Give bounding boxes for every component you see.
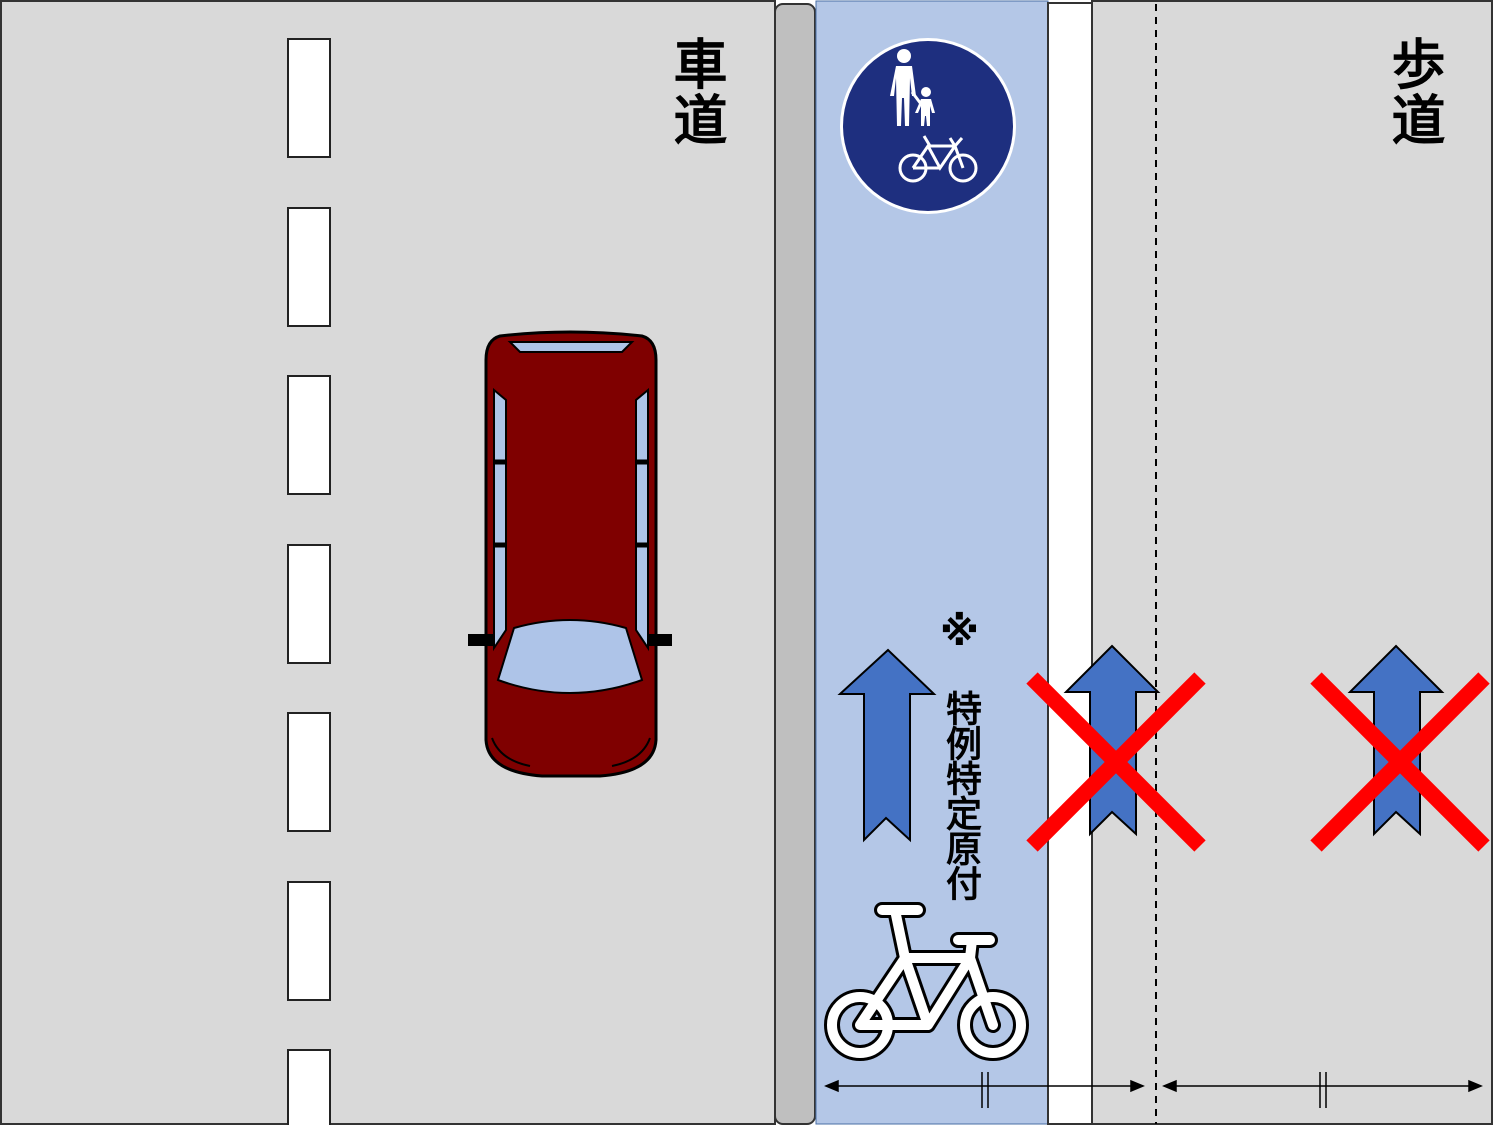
width-dimension-right <box>1162 1072 1483 1108</box>
car-icon <box>468 330 672 778</box>
white-separator-line <box>1047 2 1093 1125</box>
up-arrow-icon <box>837 648 937 843</box>
sidewalk-surface <box>1091 0 1493 1125</box>
lane-divider <box>287 38 331 1125</box>
roadway-label: 車道 <box>664 36 727 148</box>
width-dimension-left <box>824 1072 1145 1108</box>
curb <box>774 3 816 1125</box>
red-x-icon <box>1026 672 1206 852</box>
note-mark: ※ <box>940 609 979 655</box>
pedestrian-bicycle-sign-icon <box>840 38 1016 214</box>
sidewalk-label: 歩道 <box>1382 36 1445 148</box>
roadway-surface <box>0 0 776 1125</box>
red-x-icon <box>1310 672 1490 852</box>
note-label: 特例特定原付 <box>940 690 981 900</box>
